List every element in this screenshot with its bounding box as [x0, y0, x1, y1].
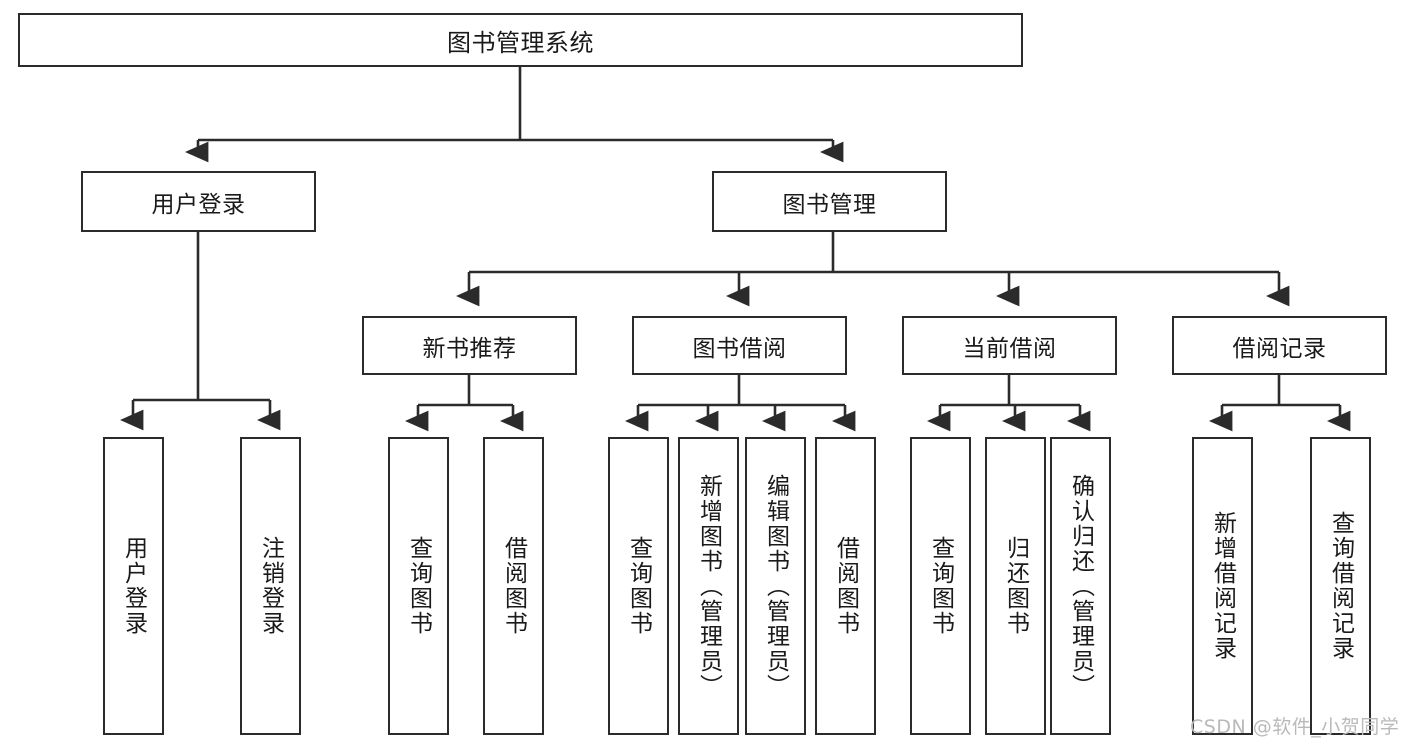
- node-label: 新增借阅记录: [1209, 511, 1236, 661]
- node-label: 编辑图书（管理员）: [762, 473, 789, 699]
- node-label: 新增图书（管理员）: [695, 473, 722, 699]
- node-new-book-recommend[interactable]: 新书推荐: [362, 316, 577, 375]
- node-borrow-record[interactable]: 借阅记录: [1172, 316, 1387, 375]
- node-label: 图书借阅: [692, 335, 787, 362]
- node-label: 借阅图书: [500, 536, 527, 636]
- node-root-book-management-system[interactable]: 图书管理系统: [18, 13, 1023, 67]
- node-label: 查询图书: [927, 536, 954, 636]
- node-label: 图书管理系统: [447, 28, 594, 57]
- node-user-login[interactable]: 用户登录: [81, 171, 316, 232]
- node-current-borrow[interactable]: 当前借阅: [902, 316, 1117, 375]
- node-label: 用户登录: [151, 191, 246, 218]
- node-label: 图书管理: [782, 191, 877, 218]
- node-leaf-borrow-book-2[interactable]: 借阅图书: [815, 437, 876, 735]
- node-label: 查询借阅记录: [1327, 511, 1354, 661]
- node-label: 当前借阅: [962, 335, 1057, 362]
- node-label: 查询图书: [625, 536, 652, 636]
- node-label: 新书推荐: [422, 335, 517, 362]
- node-label: 归还图书: [1002, 536, 1029, 636]
- node-label: 用户登录: [120, 536, 147, 636]
- node-leaf-user-login[interactable]: 用户登录: [103, 437, 164, 735]
- node-leaf-edit-book[interactable]: 编辑图书（管理员）: [745, 437, 806, 735]
- node-leaf-query-record[interactable]: 查询借阅记录: [1310, 437, 1371, 735]
- node-leaf-add-record[interactable]: 新增借阅记录: [1192, 437, 1253, 735]
- node-book-borrow[interactable]: 图书借阅: [632, 316, 847, 375]
- node-leaf-query-book-1[interactable]: 查询图书: [388, 437, 449, 735]
- csdn-watermark: CSDN @软件_小贺同学: [1190, 716, 1400, 738]
- node-leaf-borrow-book-1[interactable]: 借阅图书: [483, 437, 544, 735]
- node-leaf-add-book[interactable]: 新增图书（管理员）: [678, 437, 739, 735]
- node-label: 注销登录: [257, 536, 284, 636]
- node-leaf-query-book-2[interactable]: 查询图书: [608, 437, 669, 735]
- node-leaf-user-logout[interactable]: 注销登录: [240, 437, 301, 735]
- node-leaf-query-book-3[interactable]: 查询图书: [910, 437, 971, 735]
- node-leaf-return-book[interactable]: 归还图书: [985, 437, 1046, 735]
- node-label: 借阅记录: [1232, 335, 1327, 362]
- node-leaf-confirm-return[interactable]: 确认归还（管理员）: [1050, 437, 1111, 735]
- node-label: 借阅图书: [832, 536, 859, 636]
- node-label: 查询图书: [405, 536, 432, 636]
- node-label: 确认归还（管理员）: [1067, 473, 1094, 699]
- node-book-manage[interactable]: 图书管理: [712, 171, 947, 232]
